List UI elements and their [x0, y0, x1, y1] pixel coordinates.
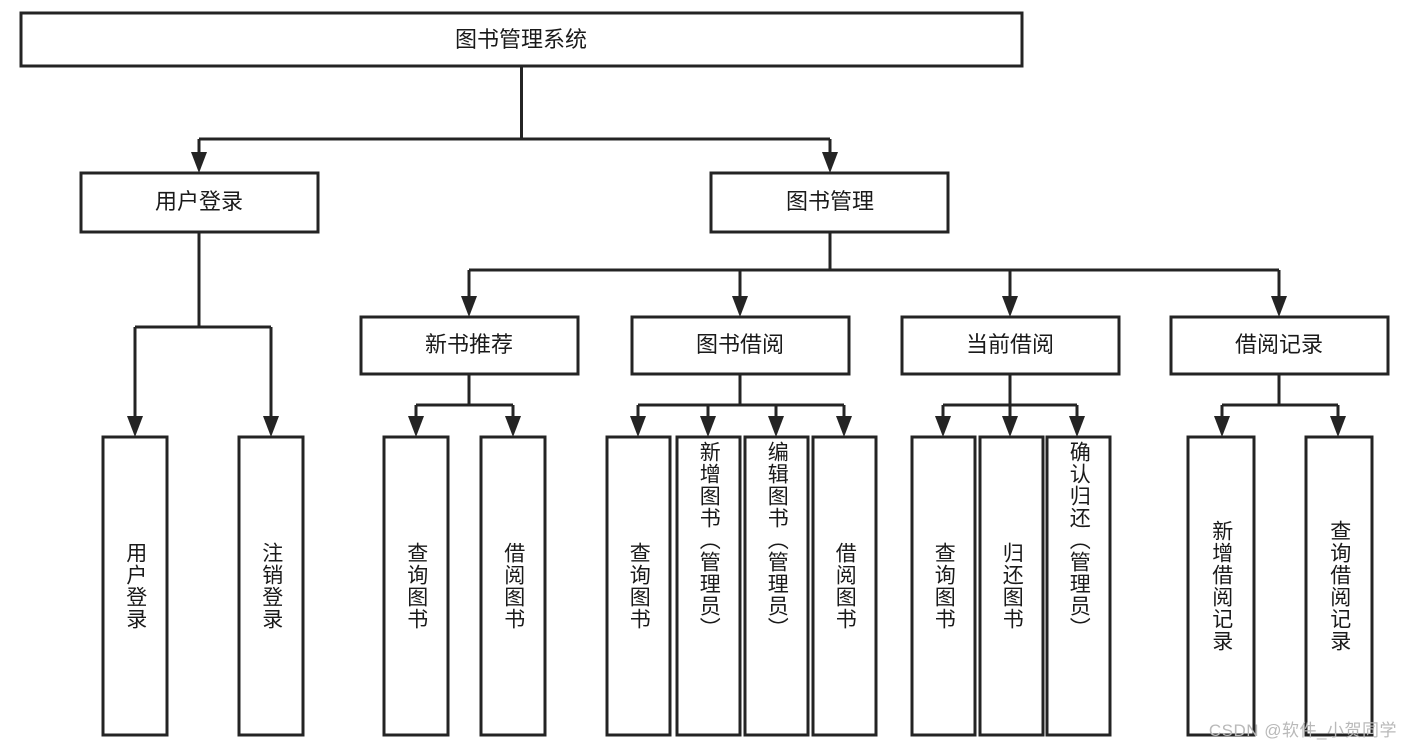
- node-book-management-label: 图书管理: [786, 189, 874, 214]
- arrow-head-leaf-logout: [263, 416, 279, 437]
- connectors: [127, 66, 1346, 437]
- nodes: 图书管理系统 用户登录 图书管理 新书推荐 图书借阅 当前借阅 借阅记录: [19, 11, 1390, 737]
- connector-bookborrow-to-leaves: [636, 374, 846, 430]
- arrow-head-leaf-borrow-book-2: [836, 416, 852, 437]
- node-leaf-add-book-admin[interactable]: [675, 435, 742, 737]
- node-new-book-recommend[interactable]: [359, 315, 580, 376]
- arrow-head-leaf-confirm-return: [1069, 416, 1085, 437]
- arrow-head-new-book-recommend: [461, 296, 477, 317]
- arrow-head-leaf-add-book: [700, 416, 716, 437]
- node-leaf-add-borrow-record[interactable]: [1186, 435, 1256, 737]
- node-user-login-label: 用户登录: [155, 189, 243, 214]
- node-borrow-record[interactable]: [1169, 315, 1390, 376]
- node-current-borrow-label: 当前借阅: [966, 332, 1054, 357]
- node-new-book-recommend-label: 新书推荐: [425, 332, 513, 357]
- node-leaf-user-login[interactable]: [101, 435, 169, 737]
- node-leaf-edit-book-admin[interactable]: [743, 435, 810, 737]
- arrow-head-book-borrow: [732, 296, 748, 317]
- arrow-head-leaf-query-record: [1330, 416, 1346, 437]
- node-leaf-query-book-borrow[interactable]: [605, 435, 672, 737]
- arrow-head-leaf-user-login: [127, 416, 143, 437]
- node-leaf-borrow-book-recommend[interactable]: [479, 435, 547, 737]
- connector-root-to-level2-bus: [197, 66, 832, 166]
- node-leaf-query-book-recommend[interactable]: [382, 435, 450, 737]
- node-leaf-logout[interactable]: [237, 435, 305, 737]
- node-leaf-borrow-book-borrow[interactable]: [811, 435, 878, 737]
- arrow-head-current-borrow: [1002, 296, 1018, 317]
- node-current-borrow[interactable]: [900, 315, 1121, 376]
- node-user-login[interactable]: [79, 171, 320, 234]
- node-book-borrow-label: 图书借阅: [696, 332, 784, 357]
- arrow-head-leaf-query-book-2: [630, 416, 646, 437]
- node-leaf-query-borrow-record[interactable]: [1304, 435, 1374, 737]
- arrow-head-leaf-edit-book: [768, 416, 784, 437]
- arrow-head-leaf-query-book-1: [408, 416, 424, 437]
- node-borrow-record-label: 借阅记录: [1235, 332, 1323, 357]
- arrow-head-leaf-add-record: [1214, 416, 1230, 437]
- arrow-head-book-manage: [822, 152, 838, 173]
- connector-borrowrecord-to-leaves: [1220, 374, 1340, 430]
- node-book-borrow[interactable]: [630, 315, 851, 376]
- arrow-head-leaf-borrow-book-1: [505, 416, 521, 437]
- arrow-head-leaf-query-book-3: [935, 416, 951, 437]
- node-root-book-management-system[interactable]: [19, 11, 1024, 68]
- arrow-head-leaf-return-book: [1002, 416, 1018, 437]
- connector-bookmanage-to-level3-bus: [467, 232, 1281, 310]
- node-leaf-confirm-return-admin[interactable]: [1045, 435, 1112, 737]
- connector-userlogin-to-leaves: [133, 232, 273, 430]
- arrow-head-borrow-record: [1271, 296, 1287, 317]
- node-book-management[interactable]: [709, 171, 950, 234]
- node-root-label: 图书管理系统: [455, 27, 587, 52]
- csdn-watermark: CSDN @软件_小贺同学: [1208, 721, 1397, 740]
- connector-newbook-to-leaves: [414, 374, 515, 430]
- arrow-head-user-login: [191, 152, 207, 173]
- node-leaf-return-book[interactable]: [978, 435, 1045, 737]
- node-leaf-query-book-current[interactable]: [910, 435, 977, 737]
